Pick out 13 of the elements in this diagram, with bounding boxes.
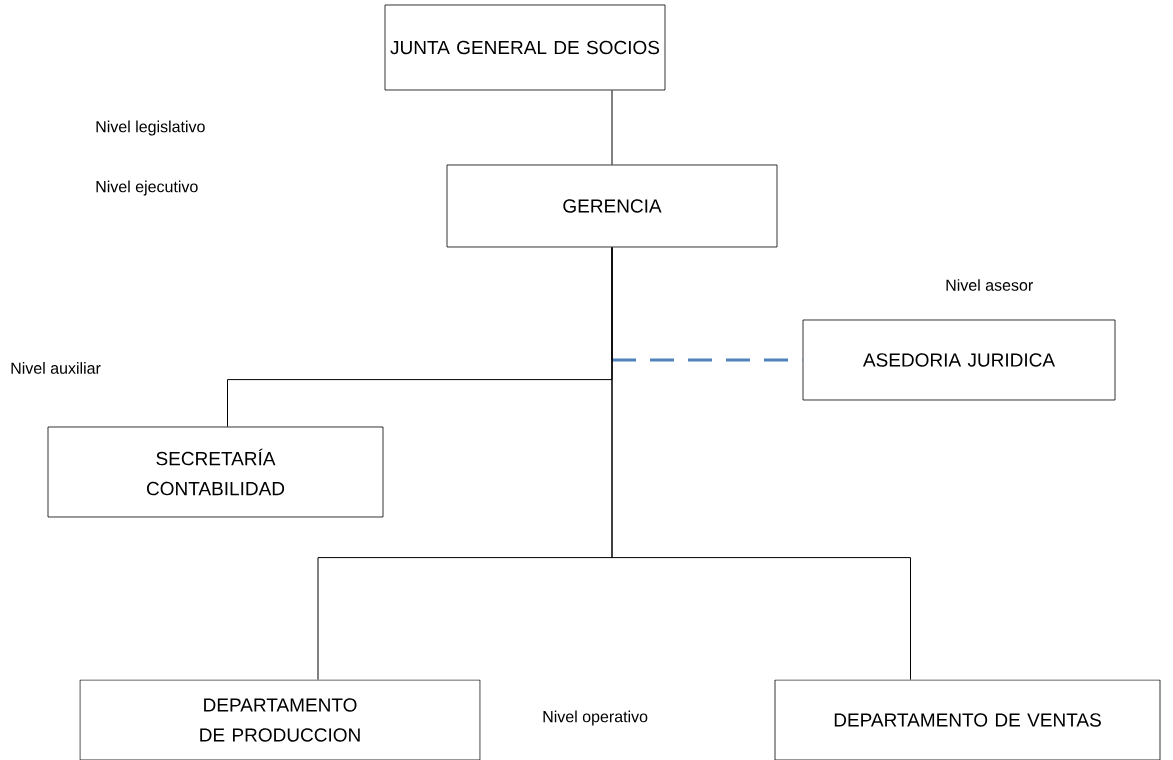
level-label: Nivel legislativo bbox=[96, 120, 205, 136]
connector-line bbox=[611, 89, 613, 166]
org-box: SECRETARÍA CONTABILIDAD bbox=[47, 426, 384, 518]
org-box: DEPARTAMENTO DE VENTAS bbox=[774, 679, 1161, 760]
org-box: DEPARTAMENTO DE PRODUCCION bbox=[79, 679, 481, 760]
level-label: Nivel auxiliar bbox=[11, 362, 101, 374]
connector-line bbox=[611, 246, 911, 681]
org-box: ASEDORIA JURIDICA bbox=[802, 319, 1116, 401]
level-label: Nivel operativo bbox=[543, 710, 648, 726]
level-label: Nivel asesor bbox=[946, 279, 1033, 291]
org-box: GERENCIA bbox=[446, 164, 778, 248]
level-label: Nivel ejecutivo bbox=[96, 180, 198, 196]
org-box: JUNTA GENERAL DE SOCIOS bbox=[384, 4, 666, 91]
